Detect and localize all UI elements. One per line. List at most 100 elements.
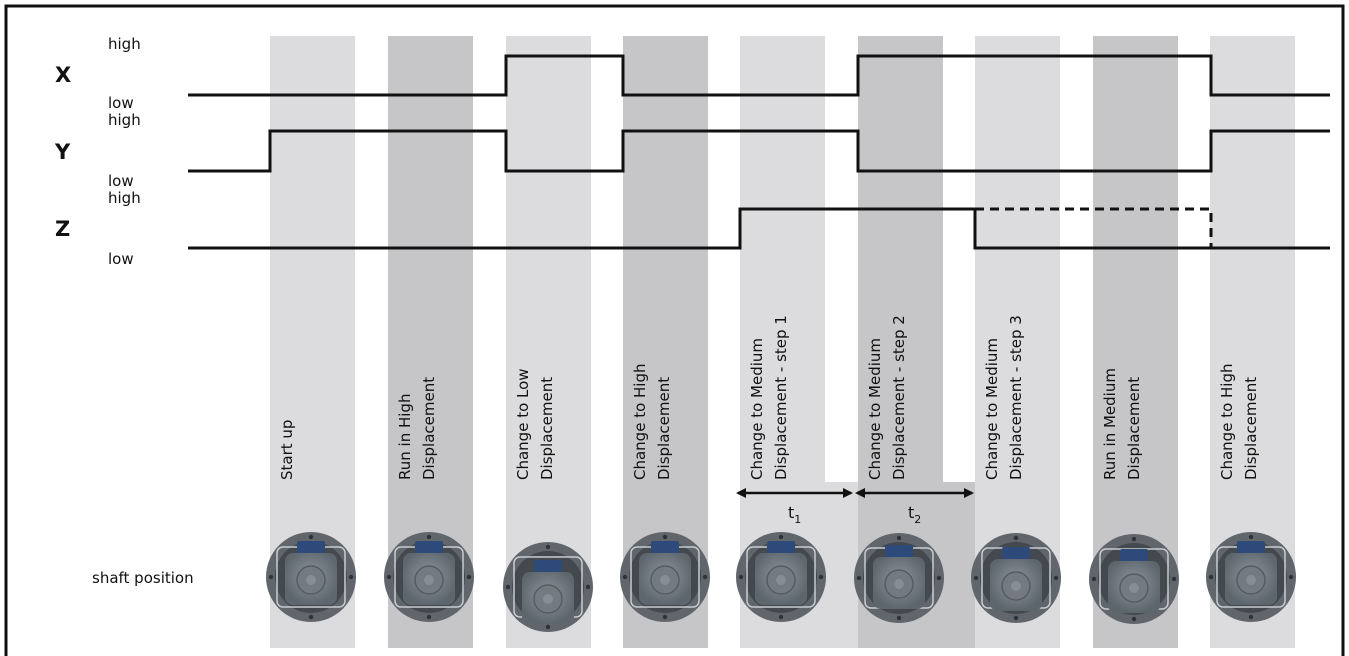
column-label-4: Change to High Displacement	[631, 359, 673, 480]
column-label-1-line1: Start up	[278, 420, 296, 480]
signal-y-high: high	[108, 111, 141, 129]
shaft-icon-7	[971, 533, 1061, 623]
shaft-bolt	[466, 574, 472, 580]
signal-x-low: low	[108, 94, 134, 112]
shaft-bolt	[426, 534, 432, 540]
shaft-bolt	[545, 624, 551, 630]
column-label-2-line1: Run in High	[396, 394, 414, 480]
column-label-7: Change to Medium Displacement - step 3	[983, 315, 1025, 480]
shaft-bolt	[702, 574, 708, 580]
band-ext-b	[943, 482, 975, 648]
column-label-5: Change to Medium Displacement - step 1	[748, 315, 790, 480]
shaft-bolt	[936, 575, 942, 581]
shaft-bolt	[1131, 616, 1137, 622]
shaft-bolt	[738, 574, 744, 580]
shaft-bolt	[896, 535, 902, 541]
t1-label: t1	[788, 503, 801, 526]
t1-label-base: t	[788, 503, 794, 522]
shaft-bolt	[1053, 575, 1059, 581]
column-label-6: Change to Medium Displacement - step 2	[866, 315, 908, 480]
shaft-bolt	[386, 574, 392, 580]
signal-x-high: high	[108, 35, 141, 53]
signal-z-name: Z	[55, 217, 70, 241]
column-label-9-line2: Displacement	[1242, 377, 1260, 480]
signal-y-low: low	[108, 172, 134, 190]
column-label-8-line1: Run in Medium	[1101, 368, 1119, 480]
column-label-8: Run in Medium Displacement	[1101, 363, 1143, 480]
shaft-bolt	[505, 584, 511, 590]
shaft-bolt	[1208, 574, 1214, 580]
shaft-bolt	[818, 574, 824, 580]
signal-z-high: high	[108, 189, 141, 207]
shaft-bolt	[1171, 576, 1177, 582]
waveform-x	[188, 54, 1330, 97]
shaft-axle	[776, 575, 786, 585]
signal-y-name: Y	[54, 140, 71, 164]
shaft-icon-8	[1089, 534, 1179, 624]
shaft-axle	[543, 594, 553, 604]
column-labels: Start up Run in High Displacement Change…	[278, 315, 1260, 480]
signal-x-name: X	[55, 63, 71, 87]
shaft-bolt	[308, 534, 314, 540]
t2-label-base: t	[908, 503, 914, 522]
signal-labels: X high low Y high low Z high low	[54, 35, 141, 268]
shaft-bolt	[896, 615, 902, 621]
shaft-bolt	[662, 614, 668, 620]
shaft-bolt	[1131, 536, 1137, 542]
column-label-8-line2: Displacement	[1125, 377, 1143, 480]
waveform-z-dashed	[975, 207, 1213, 248]
column-label-3-line1: Change to Low	[514, 368, 532, 480]
shaft-bolt	[973, 575, 979, 581]
shaft-axle	[1011, 581, 1021, 591]
shaft-axle	[660, 575, 670, 585]
frame	[4, 4, 1345, 656]
timing-markers: t1 t2	[736, 488, 974, 526]
column-label-5-line2: Displacement - step 1	[772, 315, 790, 480]
shaft-bolt	[308, 614, 314, 620]
shaft-bolt	[1013, 615, 1019, 621]
t2-label-sub: 2	[914, 513, 921, 526]
shaft-icons	[266, 532, 1296, 632]
shaft-bolt	[1091, 576, 1097, 582]
waveforms	[188, 54, 1330, 250]
column-label-9: Change to High Displacement	[1218, 359, 1260, 480]
shaft-icon-1	[266, 532, 356, 622]
shaft-bolt	[1248, 534, 1254, 540]
shaft-bolt	[662, 534, 668, 540]
shaft-bolt	[426, 614, 432, 620]
shaft-bolt	[778, 614, 784, 620]
shaft-axle	[306, 575, 316, 585]
column-label-7-line2: Displacement - step 3	[1007, 315, 1025, 480]
waveform-z	[188, 207, 1330, 250]
column-label-6-line2: Displacement - step 2	[890, 315, 908, 480]
shaft-icon-6	[854, 533, 944, 623]
shaft-icon-9	[1206, 532, 1296, 622]
column-label-3: Change to Low Displacement	[514, 364, 556, 480]
column-label-1: Start up	[278, 420, 296, 480]
shaft-bolt	[348, 574, 354, 580]
shaft-bolt	[1288, 574, 1294, 580]
t1-label-sub: 1	[794, 513, 801, 526]
shaft-position-label: shaft position	[92, 569, 194, 587]
shaft-axle	[1246, 575, 1256, 585]
shaft-bolt	[778, 534, 784, 540]
shaft-icon-5	[736, 532, 826, 622]
shaft-bolt	[268, 574, 274, 580]
shaft-bolt	[856, 575, 862, 581]
shaft-axle	[894, 579, 904, 589]
column-label-3-line2: Displacement	[538, 377, 556, 480]
column-label-6-line1: Change to Medium	[866, 338, 884, 480]
column-label-9-line1: Change to High	[1218, 364, 1236, 481]
column-label-7-line1: Change to Medium	[983, 338, 1001, 480]
waveform-y	[188, 129, 1330, 173]
column-label-2: Run in High Displacement	[396, 377, 438, 480]
shaft-bolt	[545, 544, 551, 550]
shaft-bolt	[622, 574, 628, 580]
shaft-icon-3	[503, 542, 593, 632]
shaft-bolt	[1013, 535, 1019, 541]
shaft-bolt	[585, 584, 591, 590]
shaft-axle	[1129, 583, 1139, 593]
column-label-2-line2: Displacement	[420, 377, 438, 480]
band-ext-a	[825, 482, 858, 648]
